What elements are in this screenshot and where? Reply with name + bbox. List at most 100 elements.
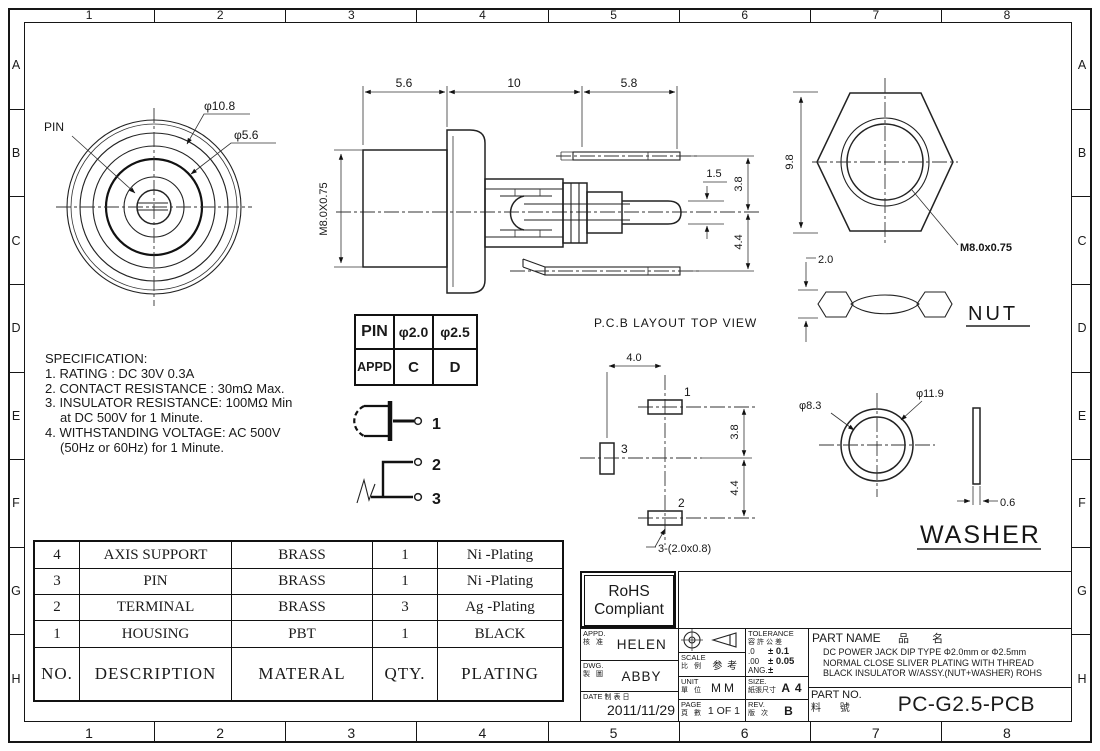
- dim-2-0: 2.0: [818, 254, 833, 266]
- washer-od-label: φ11.9: [916, 388, 944, 400]
- col-label: 2: [154, 722, 285, 743]
- nut-view: 9.8 M8.0x0.75 2.0 NUT: [784, 78, 1030, 342]
- thread-spec-label: M8.0X0.75: [318, 182, 330, 235]
- row-ruler-left: A B C D E F G H: [8, 22, 24, 722]
- tolerance-label: TOLERANCE: [748, 629, 794, 638]
- dim-4-0: 4.0: [626, 352, 641, 364]
- dwg-value: ABBY: [621, 668, 662, 684]
- row-label: B: [1072, 108, 1092, 197]
- pin1-label: 1: [432, 416, 441, 433]
- bom-cell: BRASS: [232, 542, 373, 569]
- scale-value: 参 考: [712, 661, 739, 672]
- bom-cell: BRASS: [232, 569, 373, 595]
- dia-10-8-label: φ10.8: [204, 99, 235, 113]
- col-label: 6: [678, 722, 810, 743]
- row-label: D: [8, 283, 24, 372]
- appd-value: HELEN: [616, 637, 667, 652]
- appd-header: APPD: [356, 350, 395, 384]
- spec-line: at DC 500V for 1 Minute.: [60, 410, 204, 426]
- row-label: A: [11, 58, 21, 73]
- bom-cell: BRASS: [232, 595, 373, 621]
- row-label: F: [8, 459, 24, 547]
- bom-header: QTY.: [373, 648, 438, 700]
- dim-9-8: 9.8: [784, 154, 796, 169]
- bom-cell: 3: [373, 595, 438, 621]
- dim-0-6: 0.6: [1000, 497, 1015, 509]
- col-label: 4: [416, 8, 547, 22]
- part-name-line: NORMAL CLOSE SLIVER PLATING WITH THREAD: [823, 657, 1034, 668]
- rev-label: REV.: [748, 700, 765, 709]
- dim-3-8-pcb: 3.8: [729, 424, 741, 439]
- column-ruler-bottom: 1 2 3 4 5 6 7 8: [24, 722, 1072, 743]
- spec-line: 3. INSULATOR RESISTANCE: 100MΩ Min: [45, 395, 293, 411]
- col-label: 1: [85, 8, 93, 22]
- specification-block: SPECIFICATION: 1. RATING : DC 30V 0.3A 2…: [45, 351, 357, 456]
- bom-cell: 1: [35, 621, 80, 648]
- bom-cell: 2: [35, 595, 80, 621]
- part-name-cell: PART NAME 品 名 DC POWER JACK DIP TYPE Φ2.…: [808, 628, 1072, 688]
- part-number-cell: PART NO. 料 號 PC-G2.5-PCB: [808, 687, 1072, 722]
- row-label: H: [1072, 634, 1092, 722]
- date-label-cn: 制表日: [604, 694, 632, 701]
- bom-cell: 4: [35, 542, 80, 569]
- col-label: 5: [547, 722, 679, 743]
- part-name-line: DC POWER JACK DIP TYPE Φ2.0mm or Φ2.5mm: [823, 647, 1027, 657]
- bom-header: NO.: [35, 648, 80, 700]
- tol-val: ± 0.05: [768, 655, 795, 667]
- rev-value: B: [784, 703, 794, 718]
- dim-4-4-pcb: 4.4: [729, 480, 741, 495]
- row-label: G: [8, 546, 24, 635]
- schematic-symbols: 1 2 3: [353, 401, 441, 508]
- dim-1-5: 1.5: [706, 168, 721, 180]
- dim-5-6: 5.6: [396, 76, 413, 90]
- rev-label-cn: 版 次: [748, 710, 770, 717]
- unit-label-cn: 單 位: [681, 687, 703, 694]
- row-label: A: [1077, 58, 1087, 73]
- outer-border: [8, 8, 1092, 743]
- tol-val: ±: [768, 665, 774, 676]
- dim-10: 10: [507, 76, 521, 90]
- pin2-label: 2: [432, 457, 441, 474]
- scale-label-cn: 比 例: [681, 663, 703, 670]
- dia-5-6-label: φ5.6: [234, 128, 259, 142]
- revision-cell: REV. 版 次 B: [745, 699, 809, 722]
- pin3-label: 3: [432, 491, 441, 508]
- col-label: 8: [940, 8, 1072, 22]
- pcb-layout-view: P.C.B LAYOUT TOP VIEW 1 3 2 4.0 3.8 4.4 …: [580, 316, 756, 555]
- washer-id-label: φ8.3: [799, 400, 821, 412]
- approved-by-cell: APPD. 核 准 HELEN: [580, 628, 679, 661]
- size-label-cn: 紙張尺寸: [748, 687, 776, 694]
- part-name-line: BLACK INSULATOR W/ASSY.(NUT+WASHER) ROHS: [823, 668, 1042, 678]
- tolerance-label-cn: 容許公差: [748, 639, 784, 646]
- front-view: PIN φ10.8 φ5.6: [44, 99, 276, 306]
- washer-title: WASHER: [920, 521, 1041, 549]
- row-label: D: [1072, 283, 1092, 372]
- row-ruler-right: A B C D E F G H: [1072, 22, 1092, 722]
- pcb-title: P.C.B LAYOUT: [594, 316, 686, 330]
- pad-3-label: 3: [621, 442, 628, 456]
- col-label: 6: [678, 8, 810, 22]
- spec-line: 1. RATING : DC 30V 0.3A: [45, 365, 195, 381]
- drawn-by-cell: DWG. 製 圖 ABBY: [580, 660, 679, 692]
- bom-header: DESCRIPTION: [80, 648, 232, 700]
- row-label: B: [8, 108, 24, 197]
- col-label: 3: [285, 8, 416, 22]
- part-no-label-cn: 料 號: [811, 703, 858, 714]
- projection-symbol-cell: [678, 628, 746, 653]
- pin-dia-2-0: φ2.0: [395, 316, 434, 350]
- rohs-line1: RoHS: [608, 582, 650, 600]
- washer-view: φ8.3 φ11.9 0.6 WASHER: [799, 388, 1041, 550]
- rohs-line2: Compliant: [594, 600, 664, 618]
- dim-5-8: 5.8: [621, 76, 638, 90]
- dim-4-4-side: 4.4: [733, 234, 745, 249]
- third-angle-projection-icon: [681, 629, 737, 651]
- bom-cell: Ni -Plating: [438, 542, 562, 569]
- date-value: 2011/11/29: [607, 702, 675, 718]
- bom-cell: BLACK: [438, 621, 562, 648]
- part-name-label: PART NAME: [812, 631, 881, 645]
- size-label: SIZE.: [748, 677, 767, 686]
- row-label: C: [1072, 196, 1092, 284]
- appd-label-cn: 核 准: [583, 639, 605, 646]
- row-label: E: [8, 371, 24, 460]
